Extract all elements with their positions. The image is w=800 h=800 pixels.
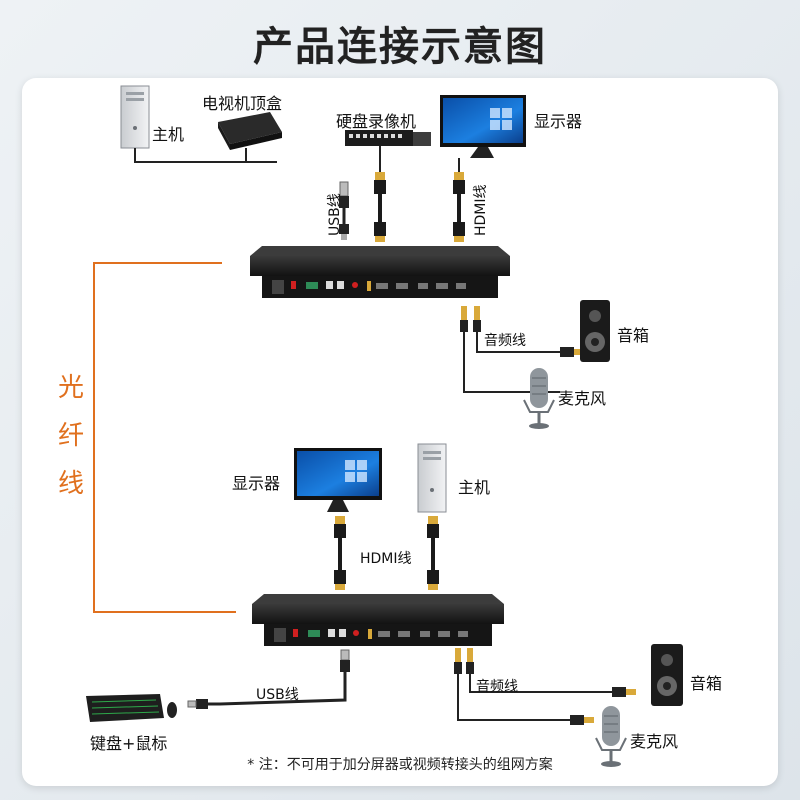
bottom-usb-cable — [187, 649, 350, 709]
keyboard-mouse-icon — [86, 694, 177, 722]
label-keyboard-mouse: 键盘+鼠标 — [90, 734, 168, 753]
label-usb-cable-top: USB线 — [327, 193, 343, 236]
microphone-top-icon — [523, 368, 555, 429]
bottom-hdmi-cable-1 — [334, 516, 346, 590]
label-hdmi-cable-bottom: HDMI线 — [360, 551, 412, 567]
label-monitor-bottom: 显示器 — [232, 474, 281, 493]
receiver-unit — [252, 594, 504, 646]
footnote: * 注：不可用于加分屏器或视频转接头的组网方案 — [247, 757, 553, 773]
label-monitor-top: 显示器 — [534, 112, 583, 131]
microphone-bottom-icon — [595, 706, 627, 767]
monitor-bottom-icon — [294, 448, 382, 512]
top-usb-cable — [339, 181, 349, 240]
settop-box-icon — [218, 112, 282, 150]
fiber-line — [93, 262, 236, 613]
top-audio-jacks — [460, 306, 584, 357]
label-mic-bottom: 麦克风 — [630, 732, 679, 751]
label-usb-cable-bottom: USB线 — [256, 687, 299, 703]
page-title: 产品连接示意图 — [253, 24, 547, 70]
label-audio-cable-top: 音频线 — [484, 333, 526, 349]
top-hdmi-cable-2 — [453, 172, 465, 242]
bottom-audio-jacks — [454, 648, 636, 725]
label-audio-cable-bottom: 音频线 — [476, 679, 518, 695]
label-dvr: 硬盘录像机 — [336, 112, 417, 131]
label-host-bottom: 主机 — [458, 478, 491, 497]
label-speaker-bottom: 音箱 — [690, 674, 723, 693]
speaker-top-icon — [580, 300, 610, 362]
label-host-top: 主机 — [152, 125, 185, 144]
speaker-bottom-icon — [651, 644, 683, 706]
label-hdmi-cable-top: HDMI线 — [473, 184, 489, 236]
top-device-wiring — [134, 146, 460, 172]
top-audio-wiring — [463, 330, 572, 393]
transmitter-unit — [250, 246, 510, 298]
label-fiber: 光纤线 — [57, 373, 84, 499]
bottom-audio-wiring — [457, 672, 624, 721]
monitor-top-icon — [440, 95, 526, 158]
host-tower-icon — [120, 85, 150, 149]
top-hdmi-cable-1 — [374, 172, 386, 242]
label-mic-top: 麦克风 — [558, 389, 607, 408]
label-settop-box: 电视机顶盒 — [202, 94, 283, 113]
host-tower-bottom-icon — [417, 443, 447, 513]
bottom-hdmi-cable-2 — [427, 516, 439, 590]
label-speaker-top: 音箱 — [617, 326, 650, 345]
dvr-icon — [345, 130, 431, 146]
